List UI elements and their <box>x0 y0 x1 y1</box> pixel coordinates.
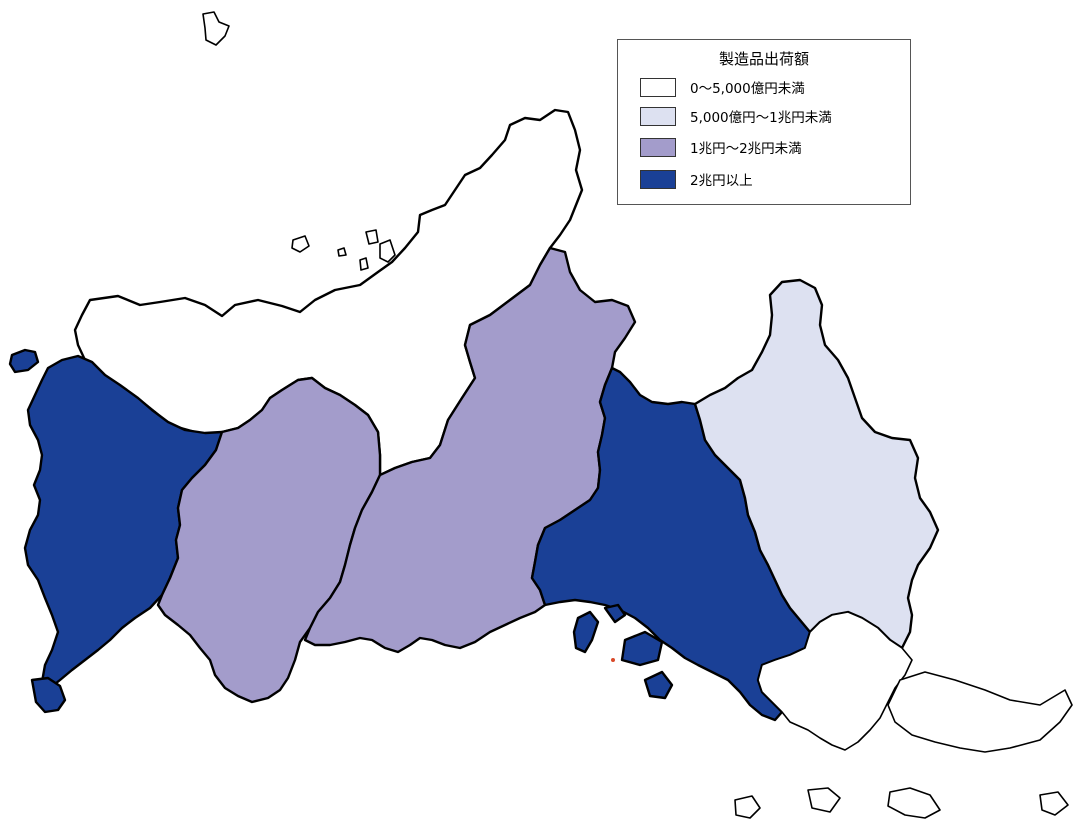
island-southeast <box>807 787 841 813</box>
legend-label: 0〜5,000億円未満 <box>690 81 805 97</box>
region-west-central <box>156 376 382 704</box>
island-small <box>291 235 310 253</box>
region-west-coast <box>23 354 224 690</box>
legend-item: 5,000億円〜1兆円未満 <box>640 105 832 127</box>
island-small <box>365 229 379 245</box>
region-east-islands <box>887 671 1073 753</box>
island-southeast <box>1039 791 1069 816</box>
legend-item: 1兆円〜2兆円未満 <box>640 136 802 158</box>
legend-label: 5,000億円〜1兆円未満 <box>690 110 832 126</box>
legend-item: 2兆円以上 <box>640 168 753 190</box>
red-marker <box>611 658 615 662</box>
legend-swatch <box>640 169 676 189</box>
region-east-south <box>603 603 627 624</box>
island-small <box>379 239 396 263</box>
legend-label: 2兆円以上 <box>690 173 753 189</box>
region-west-coast <box>8 348 40 374</box>
region-east-south <box>643 670 674 700</box>
island-north <box>202 11 230 46</box>
region-east-south <box>620 630 664 667</box>
legend-swatch <box>640 137 676 157</box>
region-east-coast <box>757 611 913 751</box>
map-legend: 製造品出荷額 0〜5,000億円未満 5,000億円〜1兆円未満 1兆円〜2兆円… <box>617 39 911 205</box>
island-southeast <box>887 787 941 819</box>
legend-title: 製造品出荷額 <box>718 50 809 68</box>
legend-item: 0〜5,000億円未満 <box>640 76 805 98</box>
region-east-north <box>693 278 940 650</box>
region-central <box>303 246 637 654</box>
region-west-coast <box>30 676 67 714</box>
island-southeast <box>734 795 761 819</box>
region-east-south <box>572 610 600 654</box>
island-small <box>337 247 347 257</box>
legend-swatch <box>640 77 676 97</box>
legend-label: 1兆円〜2兆円未満 <box>690 141 802 157</box>
legend-swatch <box>640 106 676 126</box>
island-small <box>359 257 369 271</box>
